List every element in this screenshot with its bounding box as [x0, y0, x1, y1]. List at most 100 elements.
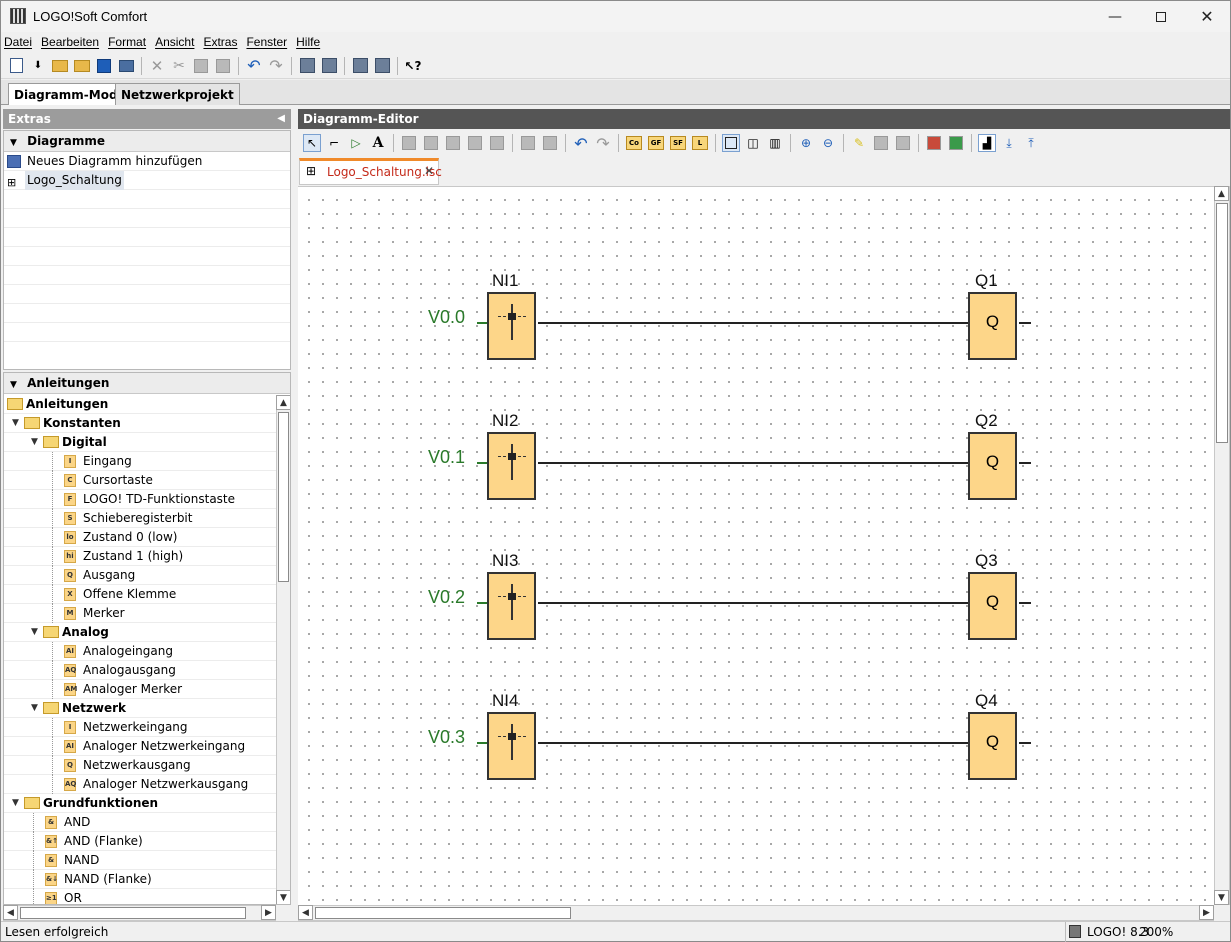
logo-to-pc-button[interactable]	[320, 57, 338, 75]
align-left-button[interactable]	[400, 134, 418, 152]
expand-chevron-icon[interactable]: ▼	[31, 703, 38, 713]
zoom-out-button[interactable]: ⊖	[819, 134, 837, 152]
tree-folder[interactable]: Anleitungen	[4, 395, 276, 414]
expand-chevron-icon[interactable]: ▼	[31, 627, 38, 637]
connection-wire[interactable]	[538, 322, 968, 324]
scroll-left-button[interactable]: ◀	[298, 905, 313, 920]
menu-format[interactable]: Format	[108, 35, 147, 49]
left-horizontal-scrollbar[interactable]: ◀ ▶	[3, 905, 276, 921]
delete-button[interactable]: ✕	[148, 57, 166, 75]
scroll-thumb[interactable]	[20, 907, 246, 919]
editor-redo-button[interactable]: ↷	[594, 134, 612, 153]
collapse-down-button[interactable]: ⤓	[1000, 134, 1018, 152]
connection-wire[interactable]	[538, 742, 968, 744]
redo-button[interactable]: ↷	[267, 56, 285, 75]
collapse-up-button[interactable]: ⤒	[1022, 134, 1040, 152]
scroll-thumb[interactable]	[1216, 203, 1228, 443]
zoom-in-button[interactable]: ⊕	[797, 134, 815, 152]
download-button[interactable]	[351, 57, 369, 75]
save-button[interactable]	[95, 57, 113, 75]
highlight-button[interactable]: ✎	[850, 134, 868, 152]
connect-tool-button[interactable]: ⌐	[325, 134, 343, 152]
scroll-right-button[interactable]: ▶	[1199, 905, 1214, 920]
network-input-block[interactable]	[487, 292, 536, 360]
cut-button[interactable]: ✂	[170, 57, 188, 75]
maximize-button[interactable]	[1138, 1, 1184, 32]
expand-chevron-icon[interactable]: ▼	[12, 798, 19, 808]
minimize-button[interactable]: —	[1092, 1, 1138, 32]
align-top-button[interactable]	[444, 134, 462, 152]
scroll-thumb[interactable]	[315, 907, 571, 919]
editor-vertical-scrollbar[interactable]: ▲ ▼	[1214, 186, 1230, 905]
layout-button[interactable]: ▟	[978, 134, 996, 152]
expand-chevron-icon[interactable]: ▼	[31, 437, 38, 447]
special-functions-button[interactable]: SF	[669, 134, 687, 152]
scroll-up-button[interactable]: ▲	[1214, 186, 1229, 201]
document-tab[interactable]: ⊞ Logo_Schaltung.lsc ✕	[299, 158, 442, 185]
network-input-block[interactable]	[487, 572, 536, 640]
output-block[interactable]: Q	[968, 292, 1017, 360]
align-center-button[interactable]	[466, 134, 484, 152]
context-help-button[interactable]: ↖?	[404, 57, 422, 75]
scroll-down-button[interactable]: ▼	[276, 890, 290, 904]
undo-button[interactable]: ↶	[245, 56, 263, 75]
close-window-button[interactable]: ✕	[1184, 1, 1230, 32]
scroll-thumb[interactable]	[278, 412, 289, 582]
menu-datei[interactable]: Datei	[4, 35, 33, 49]
ungroup-button[interactable]	[541, 134, 559, 152]
add-diagram-item[interactable]: Neues Diagramm hinzufügen	[4, 152, 290, 171]
block-tool-button[interactable]: ▷	[347, 134, 365, 152]
select-tool-button[interactable]: ↖	[303, 134, 321, 152]
tab-netzwerkprojekt[interactable]: Netzwerkprojekt	[115, 83, 240, 105]
tree-item[interactable]: &↓NAND (Flanke)	[4, 870, 276, 889]
align-bottom-button[interactable]	[488, 134, 506, 152]
tree-folder[interactable]: ▼Analog	[4, 623, 276, 642]
tree-folder[interactable]: ▼Grundfunktionen	[4, 794, 276, 813]
expand-chevron-icon[interactable]: ▼	[12, 418, 19, 428]
scroll-right-button[interactable]: ▶	[261, 905, 276, 920]
open-recent-button[interactable]	[73, 57, 91, 75]
scroll-up-button[interactable]: ▲	[276, 395, 290, 410]
diagramme-header[interactable]: ▼ Diagramme	[4, 131, 290, 152]
open-button[interactable]	[51, 57, 69, 75]
menu-fenster[interactable]: Fenster	[246, 35, 288, 49]
new-dropdown-button[interactable]: ⬇	[29, 57, 47, 75]
simulation-button[interactable]	[925, 134, 943, 152]
library-button[interactable]: L	[691, 134, 709, 152]
menu-ansicht[interactable]: Ansicht	[155, 35, 195, 49]
copy-button[interactable]	[192, 57, 210, 75]
connection-wire[interactable]	[538, 462, 968, 464]
grid-button[interactable]	[872, 134, 890, 152]
print-button[interactable]	[117, 57, 135, 75]
constants-button[interactable]: Co	[625, 134, 643, 152]
tree-vertical-scrollbar[interactable]: ▲ ▼	[276, 395, 290, 904]
basic-functions-button[interactable]: GF	[647, 134, 665, 152]
tree-item[interactable]: &NAND	[4, 851, 276, 870]
collapse-panel-icon[interactable]: ◀	[277, 113, 285, 124]
triple-view-button[interactable]: ▥	[766, 134, 784, 152]
tree-folder[interactable]: ▼Konstanten	[4, 414, 276, 433]
upload-button[interactable]	[373, 57, 391, 75]
tree-item[interactable]: &AND	[4, 813, 276, 832]
tree-folder[interactable]: ▼Digital	[4, 433, 276, 452]
tree-item[interactable]: &↑AND (Flanke)	[4, 832, 276, 851]
group-button[interactable]	[519, 134, 537, 152]
anleitungen-header[interactable]: ▼ Anleitungen	[4, 373, 290, 394]
text-tool-button[interactable]: A	[369, 134, 387, 152]
output-block[interactable]: Q	[968, 432, 1017, 500]
new-button[interactable]	[7, 57, 25, 75]
split-view-button[interactable]: ◫	[744, 134, 762, 152]
output-block[interactable]: Q	[968, 572, 1017, 640]
editor-horizontal-scrollbar[interactable]: ◀ ▶	[298, 905, 1214, 921]
